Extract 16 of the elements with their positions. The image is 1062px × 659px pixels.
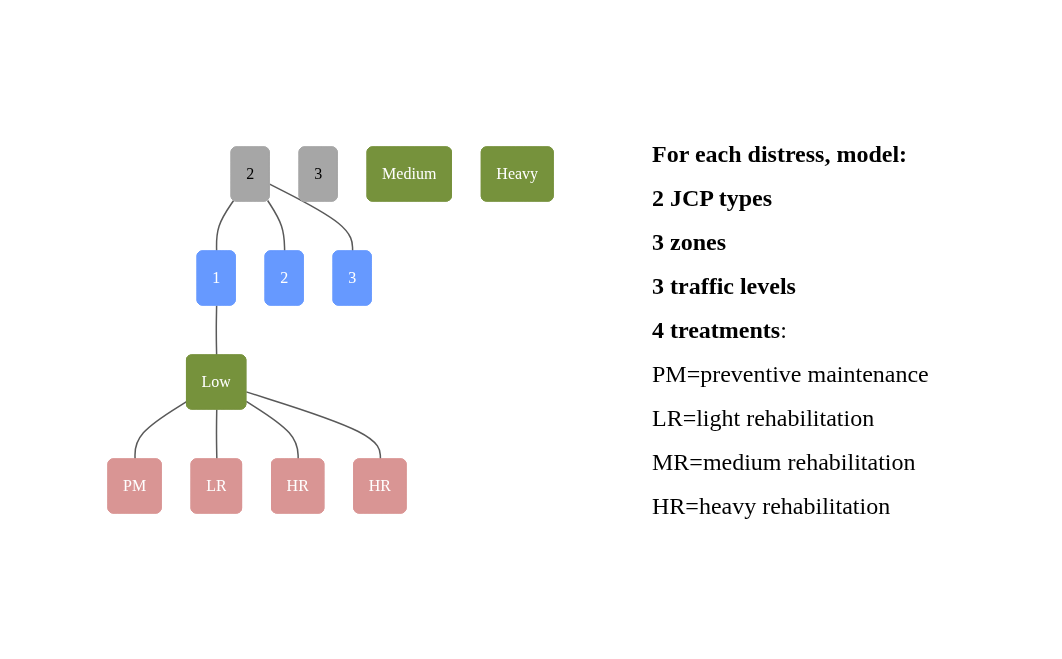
connector xyxy=(216,304,218,356)
note-text: LR=light rehabilitation xyxy=(652,403,876,433)
note-text: HR=heavy rehabilitation xyxy=(652,491,892,521)
connector xyxy=(216,199,235,252)
note-text: MR=medium rehabilitation xyxy=(652,447,917,477)
connector xyxy=(246,400,300,460)
note-text: 3 zones xyxy=(652,227,727,257)
note-text: 2 JCP types xyxy=(652,183,773,213)
connector xyxy=(216,408,219,460)
note-text: PM=preventive maintenance xyxy=(652,359,930,389)
connector xyxy=(267,199,286,252)
heading-text: For each distress, model: xyxy=(652,139,909,169)
connector xyxy=(246,390,382,460)
connector xyxy=(269,182,354,252)
note-text: 3 traffic levels xyxy=(652,271,797,301)
note-text: 4 treatments: xyxy=(652,315,788,345)
